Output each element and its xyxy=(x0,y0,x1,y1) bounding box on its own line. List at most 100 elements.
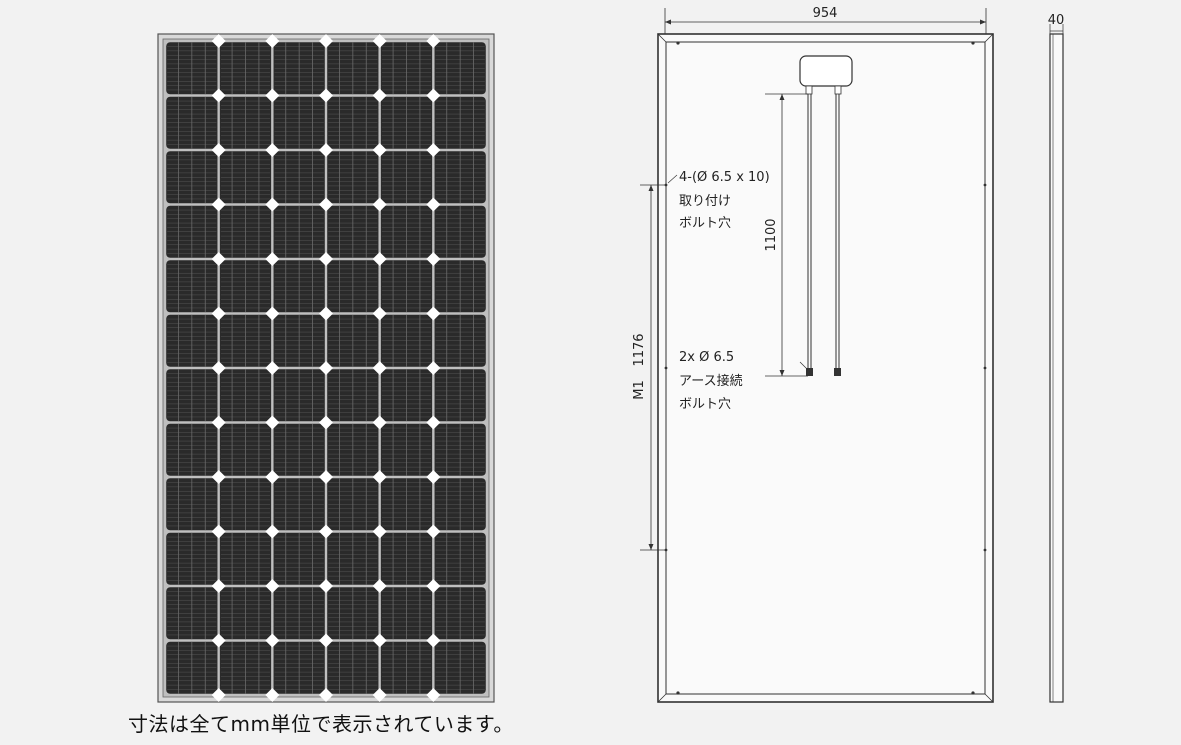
solar-cell xyxy=(434,532,486,585)
solar-cell xyxy=(273,96,325,149)
panel-back-view xyxy=(640,8,994,703)
solar-cell xyxy=(327,314,379,367)
cell-corner-gap xyxy=(319,470,333,484)
solar-cell xyxy=(434,478,486,531)
junction-cables xyxy=(807,94,840,374)
solar-cell xyxy=(380,532,433,585)
cell-corner-gap xyxy=(265,633,280,648)
solar-cell xyxy=(273,587,325,640)
mount-span-label: 1176 xyxy=(632,333,647,366)
cell-corner-gap xyxy=(265,524,280,539)
cell-corner-gap xyxy=(319,633,333,648)
cell-corner-gap xyxy=(265,34,280,48)
solar-cell xyxy=(166,314,218,367)
solar-cell xyxy=(166,478,218,531)
solar-cell xyxy=(327,205,379,258)
mount-holes-label-3: ボルト穴 xyxy=(679,216,731,231)
solar-cell xyxy=(434,641,486,694)
cell-corner-gap xyxy=(265,197,280,212)
cell-corner-gap xyxy=(211,633,226,648)
solar-cell xyxy=(434,369,486,422)
solar-cell xyxy=(219,369,272,422)
solar-cell xyxy=(327,478,379,531)
cell-corner-gap xyxy=(372,143,387,157)
cell-corner-gap xyxy=(319,88,333,103)
solar-cell xyxy=(327,641,379,694)
cell-corner-gap xyxy=(319,252,333,266)
cell-corner-gap xyxy=(426,88,441,103)
solar-cell xyxy=(273,151,325,204)
solar-cell xyxy=(327,369,379,422)
solar-cell xyxy=(219,587,272,640)
cell-corner-gap xyxy=(211,252,226,266)
solar-cell xyxy=(273,260,325,313)
cell-corner-gap xyxy=(372,688,387,702)
solar-cell xyxy=(273,478,325,531)
cell-corner-gap xyxy=(372,306,387,321)
solar-cell xyxy=(327,260,379,313)
solar-cell xyxy=(327,151,379,204)
cell-corner-gap xyxy=(372,34,387,48)
cell-corner-gap xyxy=(319,579,333,593)
solar-cell xyxy=(219,532,272,585)
cell-grid xyxy=(166,34,486,702)
cell-corner-gap xyxy=(265,143,280,157)
solar-cell xyxy=(273,532,325,585)
solar-cell xyxy=(219,151,272,204)
cell-corner-gap xyxy=(265,361,280,375)
cell-corner-gap xyxy=(211,34,226,48)
cell-corner-gap xyxy=(426,252,441,266)
solar-cell xyxy=(327,42,379,95)
cell-corner-gap xyxy=(426,633,441,648)
solar-cell xyxy=(327,532,379,585)
solar-cell xyxy=(219,205,272,258)
cell-corner-gap xyxy=(426,524,441,539)
cell-corner-gap xyxy=(211,361,226,375)
solar-cell xyxy=(327,96,379,149)
solar-cell xyxy=(273,314,325,367)
cell-corner-gap xyxy=(211,306,226,321)
cable-dimension-label: 1100 xyxy=(764,218,779,251)
cell-corner-gap xyxy=(372,524,387,539)
solar-cell xyxy=(166,532,218,585)
cell-corner-gap xyxy=(426,143,441,157)
solar-cell xyxy=(434,42,486,95)
width-dimension-label: 954 xyxy=(813,6,838,21)
solar-cell xyxy=(380,369,433,422)
panel-front-view xyxy=(157,33,495,703)
solar-cell xyxy=(434,423,486,476)
solar-cell xyxy=(219,641,272,694)
cell-corner-gap xyxy=(426,306,441,321)
cell-corner-gap xyxy=(426,197,441,212)
cell-corner-gap xyxy=(319,306,333,321)
cell-corner-gap xyxy=(319,361,333,375)
solar-cell xyxy=(219,42,272,95)
cell-corner-gap xyxy=(265,306,280,321)
solar-cell xyxy=(219,314,272,367)
mount-holes-label-2: 取り付け xyxy=(679,194,731,209)
cell-corner-gap xyxy=(372,361,387,375)
cell-corner-gap xyxy=(265,688,280,702)
cell-corner-gap xyxy=(211,524,226,539)
cell-corner-gap xyxy=(426,361,441,375)
solar-cell xyxy=(380,151,433,204)
ground-holes-label-1: 2x Ø 6.5 xyxy=(679,350,734,365)
solar-cell xyxy=(273,369,325,422)
cell-corner-gap xyxy=(319,143,333,157)
cell-corner-gap xyxy=(265,88,280,103)
solar-cell xyxy=(219,478,272,531)
cell-corner-gap xyxy=(211,143,226,157)
cell-corner-gap xyxy=(319,415,333,430)
back-frame-outer xyxy=(657,33,994,703)
side-frame xyxy=(1049,33,1064,703)
solar-cell xyxy=(166,151,218,204)
solar-cell xyxy=(166,423,218,476)
solar-cell xyxy=(380,205,433,258)
cell-corner-gap xyxy=(372,633,387,648)
cell-corner-gap xyxy=(319,688,333,702)
cell-corner-gap xyxy=(372,579,387,593)
solar-cell xyxy=(273,42,325,95)
solar-cell xyxy=(273,205,325,258)
solar-cell xyxy=(219,96,272,149)
